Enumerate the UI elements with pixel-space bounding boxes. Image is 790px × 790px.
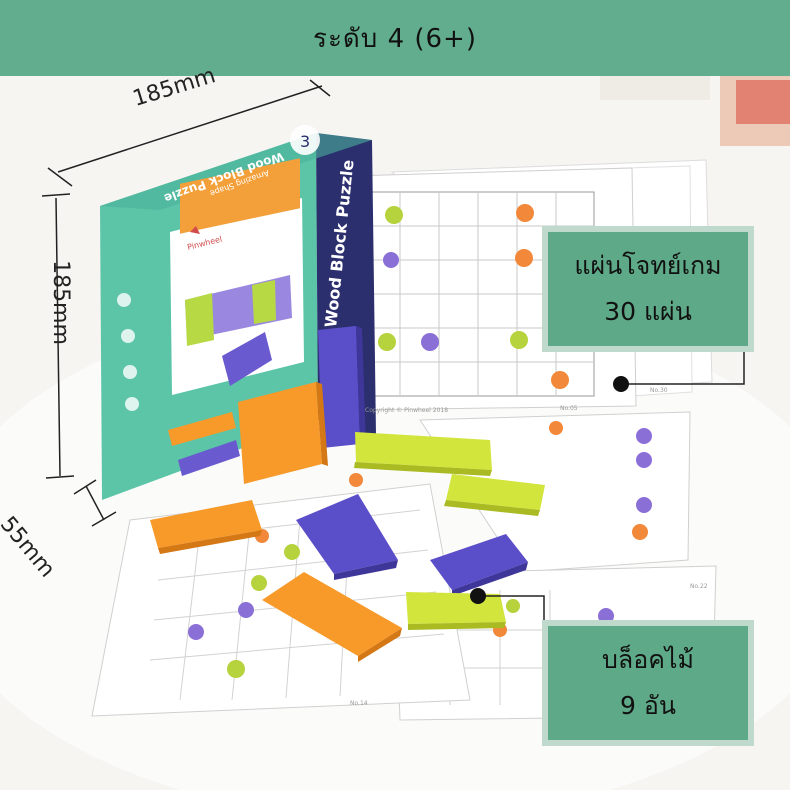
card-copyright: Copyright © Pinwheel 2018 bbox=[365, 407, 448, 414]
card-number-back: No.30 bbox=[650, 387, 668, 394]
callout-cards-line2: 30 แผ่น bbox=[604, 297, 692, 326]
callout-cards: แผ่นโจทย์เกม 30 แผ่น bbox=[542, 226, 754, 352]
level-banner: ระดับ 4 (6+) bbox=[0, 0, 790, 76]
callout-blocks-line1: บล็อคไม้ bbox=[602, 645, 694, 674]
card-number-top: No.05 bbox=[560, 405, 578, 412]
wood-blocks bbox=[150, 326, 545, 662]
card-number-bottom-right: No.22 bbox=[690, 583, 708, 590]
callout-leaders bbox=[470, 352, 745, 622]
callout-blocks-line2: 9 อัน bbox=[620, 691, 676, 720]
box-level: 3 bbox=[300, 132, 310, 151]
dimension-left-label: 185mm bbox=[47, 260, 73, 345]
callout-blocks: บล็อคไม้ 9 อัน bbox=[542, 620, 754, 746]
callout-cards-line1: แผ่นโจทย์เกม bbox=[574, 251, 722, 280]
card-number-bottom-left: No.14 bbox=[350, 700, 368, 707]
banner-title: ระดับ 4 (6+) bbox=[312, 23, 477, 54]
dimension-lines bbox=[41, 79, 331, 527]
